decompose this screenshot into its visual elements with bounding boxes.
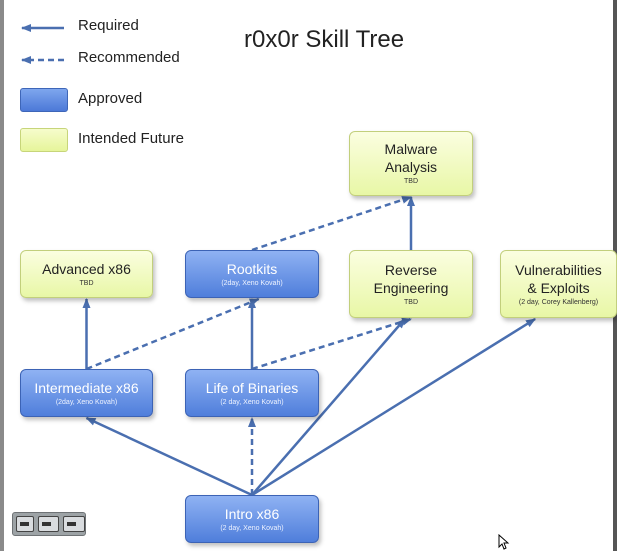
node-name: Rootkits — [226, 260, 278, 277]
node-advanced-x86: Advanced x86 TBD — [20, 250, 153, 298]
node-sub: TBD — [404, 178, 418, 185]
node-sub: TBD — [79, 279, 94, 287]
node-sub: (2day, Xeno Kovah) — [221, 279, 283, 287]
diagram-title: r0x0r Skill Tree — [244, 26, 405, 53]
edge-intro86-to-vuln — [251, 317, 536, 497]
node-name: Intermediate x86 — [34, 379, 139, 396]
slide-sorter-button[interactable] — [63, 516, 85, 532]
node-intermediate-x86: Intermediate x86 (2day, Xeno Kovah) — [20, 369, 153, 417]
edge-intro86-to-reverse — [251, 318, 406, 496]
node-reverse-engineering: Reverse Engineering TBD — [349, 250, 473, 318]
edge-inter86-to-rootkits — [86, 297, 260, 371]
node-sub: (2 day, Corey Kallenberg) — [518, 298, 599, 306]
minimize-view-button[interactable] — [16, 516, 34, 532]
legend-recommended-label: Recommended — [78, 49, 180, 66]
node-sub: (2day, Xeno Kovah) — [55, 398, 118, 406]
node-malware-analysis: Malware Analysis TBD — [349, 131, 473, 196]
edge-rootkits-to-malware — [251, 195, 412, 252]
node-vulnerabilities-exploits: Vulnerabilities & Exploits (2 day, Corey… — [500, 250, 617, 318]
node-name: Malware Analysis — [384, 141, 438, 175]
node-name: Vulnerabilities & Exploits — [515, 261, 602, 296]
mouse-cursor-icon — [498, 534, 510, 550]
view-toolbar — [12, 512, 86, 536]
node-sub: (2 day, Xeno Kovah) — [220, 398, 284, 406]
node-name: Reverse Engineering — [373, 261, 449, 296]
legend-future-label: Intended Future — [78, 130, 184, 147]
node-sub: (2 day, Xeno Kovah) — [220, 524, 284, 532]
legend-approved-label: Approved — [78, 90, 143, 107]
normal-view-button[interactable] — [37, 516, 60, 532]
node-name: Intro x86 — [224, 505, 280, 522]
edge-lob-to-reverse — [251, 317, 412, 371]
node-life-of-binaries: Life of Binaries (2 day, Xeno Kovah) — [185, 369, 319, 417]
node-sub: TBD — [404, 298, 418, 306]
legend-future-swatch — [20, 128, 68, 152]
window-left-edge — [0, 0, 4, 551]
edge-intro86-to-inter86 — [85, 416, 253, 497]
legend-required-label: Required — [78, 17, 139, 34]
legend-approved-swatch — [20, 88, 68, 112]
node-rootkits: Rootkits (2day, Xeno Kovah) — [185, 250, 319, 298]
node-name: Advanced x86 — [42, 260, 131, 277]
node-name: Life of Binaries — [205, 379, 299, 396]
node-intro-x86: Intro x86 (2 day, Xeno Kovah) — [185, 495, 319, 543]
